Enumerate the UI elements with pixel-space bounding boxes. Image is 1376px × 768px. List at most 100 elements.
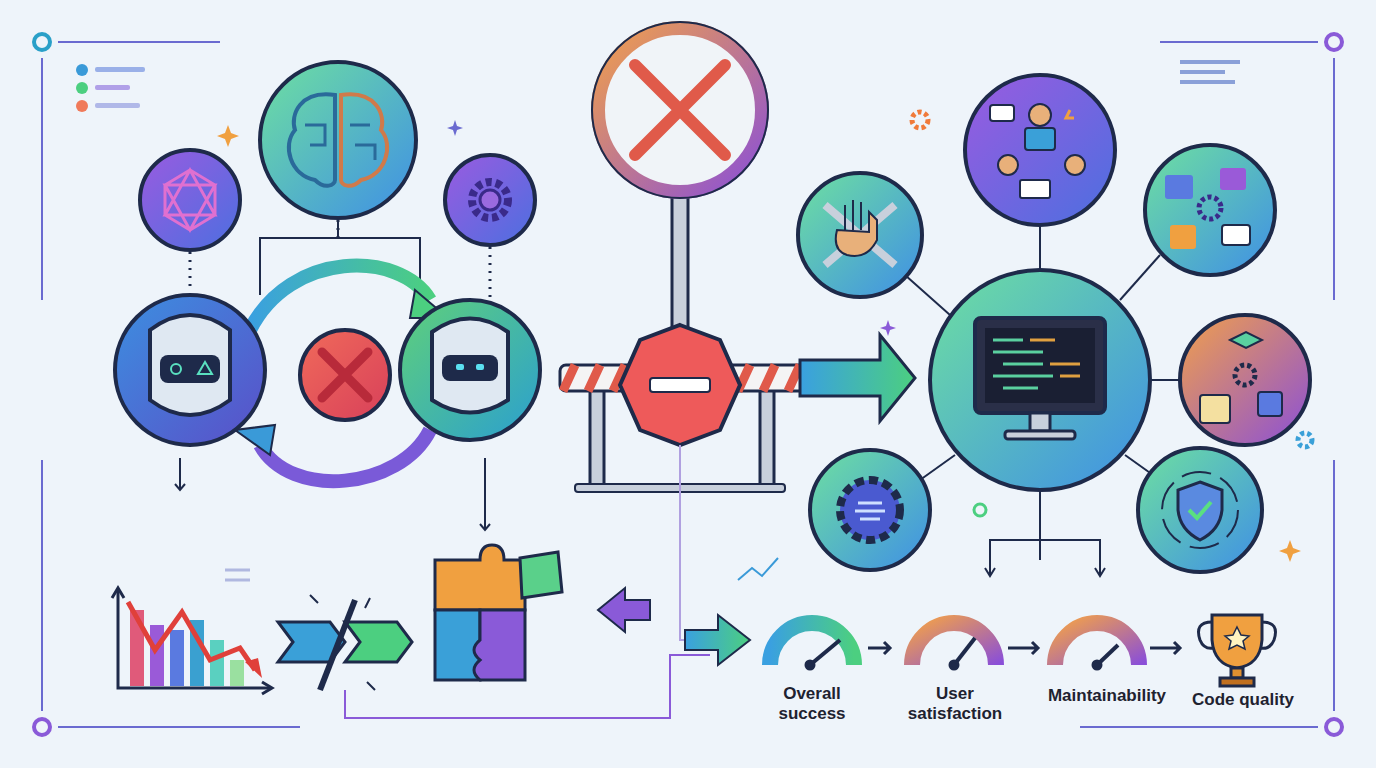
illustration-shape — [993, 340, 1053, 388]
illustration-shape — [1029, 104, 1051, 126]
illustration-shape — [310, 595, 375, 690]
robot-icon — [115, 295, 265, 445]
illustration-shape — [447, 120, 463, 136]
illustration-shape — [990, 105, 1014, 121]
illustration-shape — [245, 658, 262, 678]
illustration-shape — [990, 490, 1100, 575]
illustration-shape — [836, 200, 877, 256]
gauge-label: Overall success — [762, 684, 862, 723]
broken-link-icon — [278, 595, 412, 690]
illustration-shape — [76, 64, 88, 76]
illustration-shape — [1333, 58, 1335, 300]
illustration-shape — [635, 65, 725, 155]
illustration-shape — [520, 552, 562, 598]
illustration-shape — [41, 58, 43, 300]
illustration-shape — [592, 22, 768, 198]
illustration-shape — [320, 600, 355, 690]
illustration-shape — [1199, 197, 1221, 219]
illustration-shape — [150, 625, 164, 686]
illustration-shape — [260, 430, 430, 481]
illustration-shape — [1150, 642, 1180, 654]
illustration-shape — [289, 94, 335, 185]
gauge-label: Maintainability — [1032, 686, 1182, 706]
illustration-shape — [400, 300, 540, 440]
translate-bubble — [1145, 145, 1275, 275]
illustration-shape — [198, 362, 212, 374]
illustration-shape — [840, 480, 900, 540]
illustration-shape — [341, 94, 387, 185]
illustration-shape — [920, 455, 955, 480]
illustration-shape — [345, 655, 710, 718]
illustration-shape — [1178, 482, 1222, 540]
puzzle-icon — [435, 545, 562, 680]
illustration-shape — [965, 75, 1115, 225]
illustration-shape — [474, 610, 525, 680]
illustration-shape — [150, 315, 230, 415]
illustration-shape — [480, 458, 490, 530]
illustration-shape — [770, 623, 854, 665]
illustration-shape — [685, 615, 750, 665]
illustration-shape — [1199, 622, 1276, 648]
brain-icon — [260, 62, 416, 218]
illustration-shape — [34, 719, 50, 735]
illustration-shape — [975, 318, 1105, 413]
illustration-shape — [912, 623, 996, 665]
illustration-shape — [1220, 168, 1246, 190]
prohibition-sign — [592, 22, 768, 330]
forward-arrow — [685, 615, 750, 665]
illustration-shape — [41, 460, 43, 711]
illustration-shape — [760, 380, 774, 490]
illustration-shape — [930, 270, 1150, 490]
illustration-shape — [1005, 431, 1075, 439]
illustration-shape — [235, 425, 275, 455]
illustration-shape — [260, 62, 416, 218]
illustration-shape — [1230, 332, 1262, 348]
illustration-shape — [806, 661, 814, 669]
illustration-shape — [1145, 145, 1275, 275]
illustration-shape — [128, 602, 255, 670]
illustration-shape — [855, 503, 885, 519]
illustration-shape — [1030, 413, 1050, 431]
illustration-shape — [456, 364, 464, 370]
illustration-shape — [1189, 502, 1211, 518]
flow-lines — [345, 445, 730, 718]
illustration-shape — [1162, 472, 1238, 548]
x-badge — [300, 330, 390, 420]
illustration-shape — [472, 182, 508, 218]
illustration-shape — [985, 568, 1105, 576]
illustration-shape — [435, 545, 525, 610]
illustration-shape — [1212, 615, 1262, 668]
illustration-shape — [432, 319, 508, 413]
illustration-shape — [76, 100, 88, 112]
illustration-shape — [1120, 255, 1160, 300]
illustration-shape — [598, 588, 650, 632]
computer-hub — [930, 270, 1150, 490]
illustration-shape — [1065, 155, 1085, 175]
illustration-shape — [1180, 60, 1240, 64]
declining-chart — [112, 570, 272, 694]
illustration-shape — [1080, 726, 1318, 728]
workflow-bubble — [1180, 315, 1310, 445]
illustration-shape — [1200, 395, 1230, 423]
illustration-shape — [210, 640, 224, 686]
illustration-shape — [34, 34, 50, 50]
illustration-shape — [1180, 315, 1310, 445]
illustration-shape — [118, 590, 270, 688]
down-ticks — [175, 458, 490, 530]
gauges — [770, 623, 1180, 669]
illustration-shape — [680, 445, 730, 640]
shield-bubble — [1138, 448, 1262, 572]
illustration-shape — [1298, 433, 1312, 447]
settings-bubble — [810, 450, 930, 570]
illustration-shape — [950, 661, 958, 669]
illustration-shape — [1333, 460, 1335, 711]
illustration-shape — [171, 364, 181, 374]
trophy — [1199, 615, 1276, 686]
dotted-connectors — [190, 220, 490, 298]
illustration-shape — [58, 41, 220, 43]
illustration-shape — [1055, 623, 1139, 665]
illustration-shape — [798, 173, 922, 297]
illustration-shape — [445, 155, 535, 245]
illustration-shape — [1220, 678, 1254, 686]
